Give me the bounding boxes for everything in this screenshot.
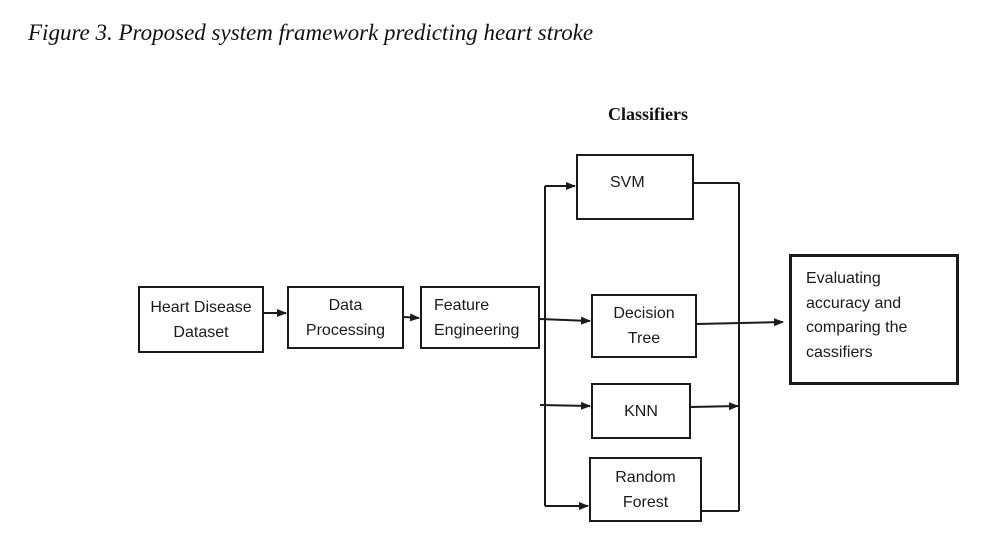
decision-tree-line1: Decision — [613, 305, 675, 322]
dataset-line2: Dataset — [173, 323, 229, 341]
evaluation-line2: accuracy and — [806, 294, 902, 312]
classifiers-heading: Classifiers — [608, 104, 688, 124]
decision-tree-box: Decision Tree — [591, 294, 697, 358]
arrow-knn-to-collector — [690, 402, 739, 411]
decision-tree-line2: Tree — [627, 330, 661, 347]
arrow-to-evaluation — [696, 318, 784, 327]
arrow-feature-to-decision-tree — [539, 316, 591, 325]
evaluation-box: Evaluating accuracy and comparing the ca… — [789, 254, 959, 385]
evaluation-line1: Evaluating — [806, 270, 881, 287]
knn-label: KNN — [624, 402, 658, 420]
figure-caption: Figure 3. Proposed system framework pred… — [28, 20, 594, 45]
svm-label: SVM — [610, 174, 645, 191]
feature-line2: Engineering — [434, 321, 520, 339]
processing-line2: Processing — [305, 321, 386, 339]
feature-engineering-box: Feature Engineering — [420, 286, 540, 349]
evaluation-line4: cassifiers — [806, 343, 873, 361]
random-forest-line1: Random — [615, 468, 676, 486]
arrow-processing-to-feature — [403, 313, 420, 322]
knn-box: KNN — [591, 383, 691, 439]
processing-line1: Data — [328, 296, 363, 314]
data-processing-box: Data Processing — [287, 286, 404, 349]
dataset-line1: Heart Disease — [150, 298, 252, 316]
heart-disease-dataset-box: Heart Disease Dataset — [138, 286, 264, 353]
random-forest-line2: Forest — [622, 493, 669, 511]
feature-line1: Feature — [434, 296, 490, 314]
random-forest-box: Random Forest — [589, 457, 702, 522]
arrow-bus-to-knn — [539, 401, 591, 410]
evaluation-line3: comparing the — [806, 319, 908, 336]
svm-box: SVM — [576, 154, 694, 220]
